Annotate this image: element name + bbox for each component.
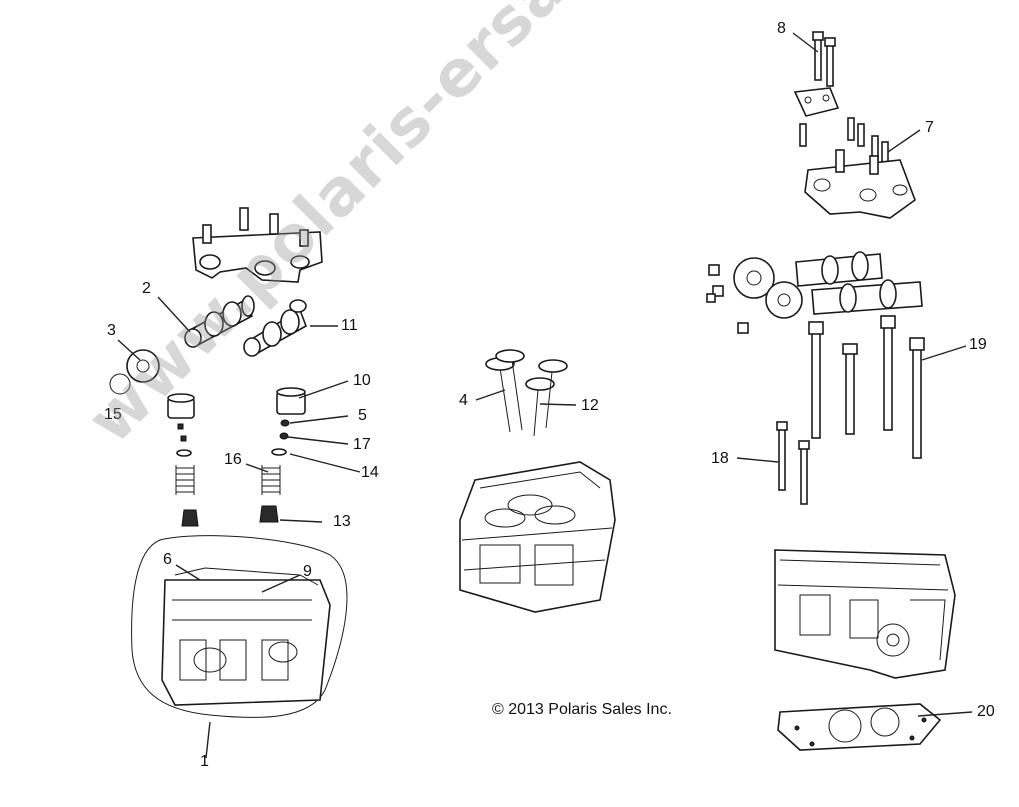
callout-20: 20 (977, 703, 995, 720)
cylinder-head-bare (459, 461, 616, 613)
cam-retainer (126, 349, 160, 383)
head-bolts-18 (776, 421, 810, 505)
valve-spring-left (175, 465, 195, 495)
camshaft-intake (184, 295, 255, 348)
callout-13: 13 (333, 513, 351, 530)
valve-keepers-left (176, 423, 192, 457)
callout-10: 10 (353, 372, 371, 389)
callout-7: 7 (925, 119, 934, 136)
callout-4: 4 (459, 392, 468, 409)
cylinder-head-block (774, 549, 956, 679)
cam-sprocket-bolts (706, 264, 749, 334)
callout-3: 3 (107, 322, 116, 339)
valve-bucket-left (167, 393, 195, 419)
callout-15: 15 (104, 406, 122, 423)
cam-sprockets (733, 257, 803, 319)
cam-guide-plate (793, 87, 840, 117)
callout-11: 11 (341, 317, 358, 334)
callout-12: 12 (581, 397, 599, 414)
callout-19: 19 (969, 336, 987, 353)
cylinder-head-assembly (131, 535, 348, 718)
copyright-notice: © 2013 Polaris Sales Inc. (492, 701, 672, 718)
leader-lines (117, 32, 973, 759)
valve-seal-left (181, 509, 199, 527)
valve-seal-right (259, 505, 279, 523)
valve-keepers-right (271, 419, 290, 456)
callout-8: 8 (777, 20, 786, 37)
camshaft-exhaust (243, 299, 307, 357)
camshafts-right (795, 251, 923, 315)
callout-9: 9 (303, 563, 312, 580)
callout-14: 14 (361, 464, 379, 481)
callout-2: 2 (142, 280, 151, 297)
callout-17: 17 (353, 436, 371, 453)
valve-bucket-right (276, 387, 306, 415)
valve-spring-right (261, 465, 281, 495)
valves (485, 349, 568, 437)
long-bolts-8 (812, 31, 836, 87)
callout-5: 5 (358, 407, 367, 424)
rocker-arm-carrier-left (192, 207, 323, 283)
callout-18: 18 (711, 450, 729, 467)
head-gasket (777, 703, 942, 751)
callout-16: 16 (224, 451, 242, 468)
rocker-arm-carrier-right (804, 149, 916, 219)
callout-6: 6 (163, 551, 172, 568)
head-bolts-19 (808, 315, 925, 459)
callout-1: 1 (200, 753, 209, 770)
snap-ring (109, 373, 131, 395)
